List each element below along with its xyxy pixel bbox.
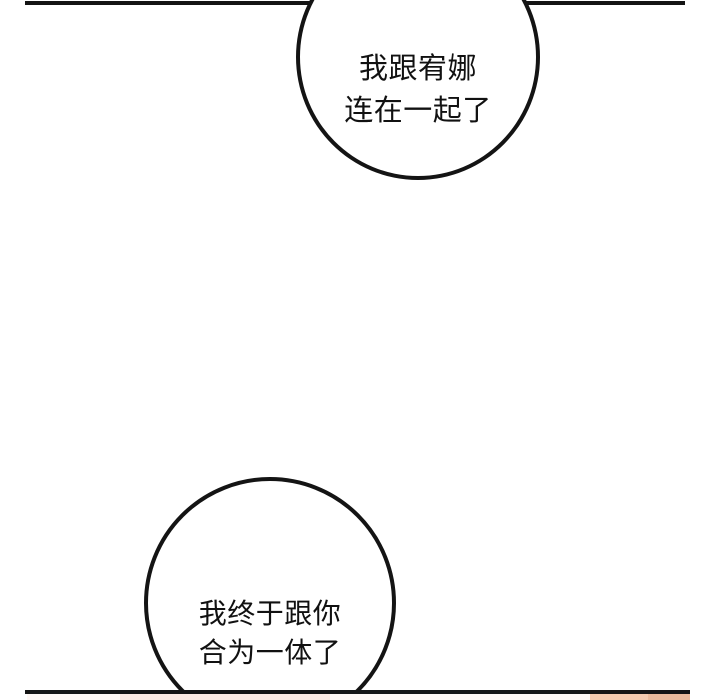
speech-balloon-top-lines: 我跟宥娜 连在一起了 [344,48,492,132]
speech-balloon-top: 我跟宥娜 连在一起了 [296,0,540,180]
next-panel-color-patch-1 [590,694,648,700]
speech-balloon-bottom-lines: 我终于跟你 合为一体了 [199,594,342,672]
speech-balloon-bottom-line-1: 我终于跟你 [198,598,342,629]
next-panel-color-patch-3 [120,694,330,700]
speech-balloon-top-line-1: 我跟宥娜 [358,53,477,85]
speech-balloon-top-line-2: 连在一起了 [344,95,492,127]
panel-bottom-border [25,690,690,694]
speech-balloon-bottom: 我终于跟你 合为一体了 [144,477,396,700]
speech-balloon-bottom-line-2: 合为一体了 [198,637,342,668]
next-panel-strip [27,694,690,700]
next-panel-color-patch-2 [648,694,690,700]
